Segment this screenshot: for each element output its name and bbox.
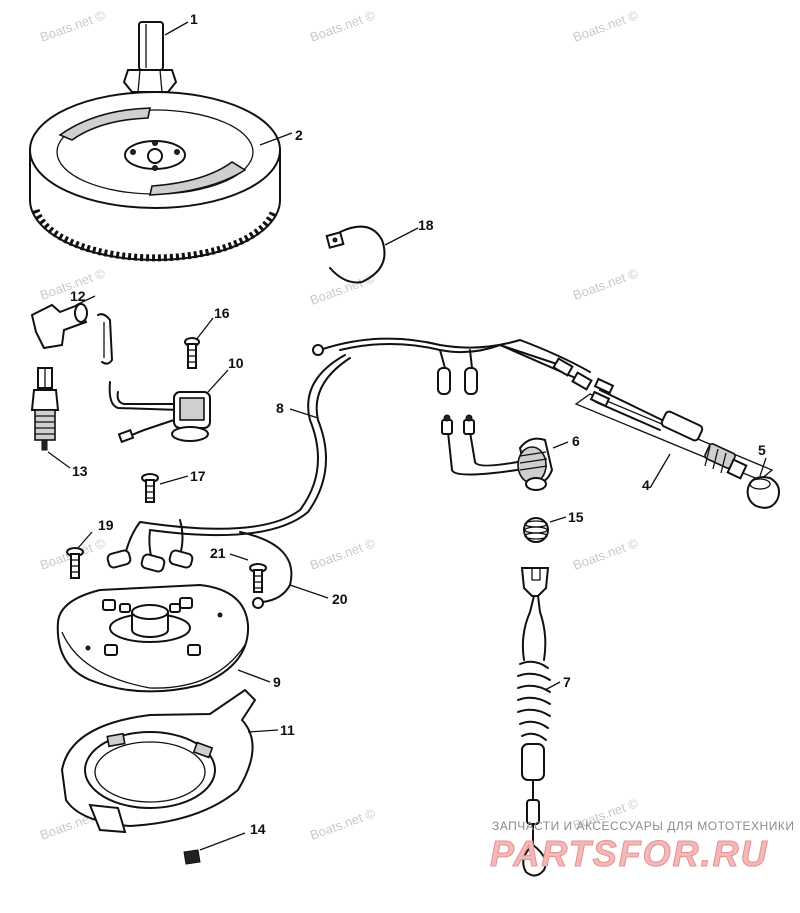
part-17-screw[interactable] (141, 473, 159, 503)
callout-9: 9 (273, 674, 281, 690)
part-7-lanyard-cord[interactable] (517, 567, 551, 877)
part-4-lead-assembly[interactable] (574, 377, 774, 481)
callout-8: 8 (276, 400, 284, 416)
callout-15: 15 (568, 509, 584, 525)
watermark: Boats.net © (308, 535, 378, 573)
callout-6: 6 (572, 433, 580, 449)
callout-1: 1 (190, 11, 198, 27)
part-8-wire-harness[interactable] (106, 337, 593, 573)
watermark: Boats.net © (308, 805, 378, 843)
callout-19: 19 (98, 517, 114, 533)
part-6-stop-switch[interactable] (441, 414, 554, 491)
callout-14: 14 (250, 821, 266, 837)
brand-logo: PARTSFOR.RU (490, 833, 769, 874)
part-19-screw[interactable] (66, 547, 84, 579)
callout-7: 7 (563, 674, 571, 690)
coil-spring (517, 660, 551, 741)
part-18-wire-clamp[interactable] (325, 225, 386, 284)
watermark: Boats.net © (308, 7, 378, 45)
callout-11: 11 (280, 722, 295, 738)
leader-lines (47, 21, 767, 851)
part-21-screw[interactable] (249, 563, 267, 593)
watermark: Boats.net © (38, 7, 108, 45)
callout-17: 17 (190, 468, 206, 484)
brand-watermark: ЗАПЧАСТИ И АКСЕССУАРЫ ДЛЯ МОТОТЕХНИКИ PA… (490, 819, 794, 875)
part-1-flywheel-nut[interactable] (122, 21, 178, 93)
callout-2: 2 (295, 127, 303, 143)
watermark: Boats.net © (571, 265, 641, 303)
brand-subtitle: ЗАПЧАСТИ И АКСЕССУАРЫ ДЛЯ МОТОТЕХНИКИ (492, 819, 794, 833)
part-16-screw[interactable] (184, 337, 200, 369)
part-11-trigger-plate[interactable] (60, 688, 257, 834)
part-14-key[interactable] (183, 849, 201, 865)
callouts: 1 2 4 5 6 7 8 9 10 11 12 13 14 15 16 17 … (70, 11, 766, 837)
callout-13: 13 (72, 463, 88, 479)
watermark: Boats.net © (308, 270, 378, 308)
part-10-ignition-coil[interactable] (108, 381, 211, 444)
callout-12: 12 (70, 288, 86, 304)
part-20-ground-wire[interactable] (239, 531, 293, 609)
part-5-cap[interactable] (746, 476, 780, 509)
part-9-stator-plate[interactable] (56, 583, 250, 693)
callout-10: 10 (228, 355, 244, 371)
callout-4: 4 (642, 477, 650, 493)
part-15-spring-nut[interactable] (523, 517, 549, 543)
callout-16: 16 (214, 305, 230, 321)
watermark: Boats.net © (571, 535, 641, 573)
callout-21: 21 (210, 545, 226, 561)
watermark: Boats.net © (571, 7, 641, 45)
part-13-spark-plug[interactable] (30, 367, 60, 451)
callout-18: 18 (418, 217, 434, 233)
callout-5: 5 (758, 442, 766, 458)
callout-20: 20 (332, 591, 348, 607)
part-2-flywheel[interactable] (29, 91, 281, 262)
part-12-spark-plug-boot[interactable] (30, 303, 113, 365)
